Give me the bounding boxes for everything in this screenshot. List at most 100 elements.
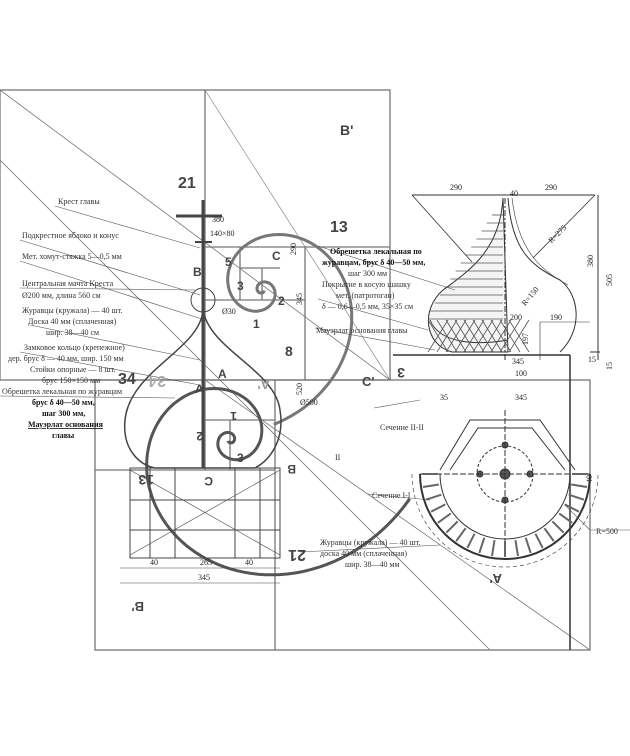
dim-290-left: 290 [450, 183, 462, 192]
rib [455, 527, 467, 542]
number-3c: 3 [397, 365, 405, 381]
number-2: 2 [278, 294, 285, 308]
label-mauerlat-right: Мауэрлат основания главы [316, 326, 408, 335]
rib [445, 520, 459, 534]
point-a: A [218, 367, 227, 381]
dim-left-345: 345 [295, 293, 304, 305]
right-annotations: Обрешетка лекальная по журавцам, брус δ … [316, 247, 618, 569]
dim-40-tip: 40 [510, 189, 518, 198]
rib [558, 512, 573, 524]
label-section-2: Сечение II-II [380, 423, 424, 432]
rib [425, 493, 442, 501]
dim-base-345: 345 [198, 573, 210, 582]
point-a-lower: A [195, 382, 204, 396]
diamond-hatch [436, 319, 458, 353]
number-13: 13 [330, 219, 348, 236]
label-radius-500: R=500 [596, 527, 618, 536]
diamond-hatch [508, 319, 530, 353]
rib [422, 483, 439, 488]
label-support-posts: Стойки опорные — 8 шт. [30, 365, 116, 374]
dome-profile-right [507, 197, 577, 353]
label-lock-ring-size: дер. брус δ — 40 мм, шир. 150 мм [8, 354, 124, 363]
rib [430, 503, 446, 513]
label-metal-clamp: Мет. хомут-стяжка 5—0,5 мм [22, 252, 122, 261]
number-1: 1 [253, 317, 260, 331]
point-c: C [272, 249, 281, 263]
dim-200: 200 [510, 313, 522, 322]
dim-505: 505 [605, 274, 614, 286]
label-apple-cone: Подкрестное яблоко и конус [22, 231, 119, 240]
rib [564, 503, 580, 513]
rib [466, 533, 476, 549]
label-mauerlat: Мауэрлат основания [28, 420, 104, 429]
number-21: 21 [178, 175, 196, 192]
dim-100: 100 [515, 369, 527, 378]
rib [491, 540, 496, 557]
diamond-hatch [427, 319, 449, 353]
diamond-hatch [463, 319, 485, 353]
rib-ring [422, 473, 588, 557]
left-annotations: Крест главы Подкрестное яблоко и конус М… [2, 197, 125, 440]
section-marker-2: II [335, 453, 341, 462]
point-c-lower: C [204, 474, 213, 488]
number-3b: 3 [237, 451, 244, 465]
diamond-hatch [454, 319, 476, 353]
point-c-prime: C' [362, 374, 374, 389]
label-roof-covering: Покрытие в косую шашку [322, 280, 411, 289]
diamond-hatch [481, 319, 503, 353]
label-mauerlat-head: главы [52, 431, 75, 440]
dim-base-40a: 40 [150, 558, 158, 567]
dim-15b: 15 [605, 362, 614, 370]
label-plan-ribs: Журавцы (кружала) — 40 шт. [320, 538, 421, 547]
rib [514, 540, 519, 557]
plan-section [411, 410, 599, 568]
label-battens: Обрешетка лекальная по журавцам [2, 387, 122, 396]
diamond-hatch [499, 319, 521, 353]
label-cross: Крест главы [58, 197, 100, 206]
diamond-hatch [445, 319, 467, 353]
diagonal-line-3 [0, 159, 491, 651]
dim-left-380: 380 [212, 215, 224, 224]
point-b-lower: B [287, 462, 296, 476]
dim-left-520: 520 [295, 383, 304, 395]
rib [478, 537, 486, 554]
label-battens-right: Обрешетка лекальная по [330, 247, 422, 256]
golden-rectangles [0, 89, 591, 651]
dim-left-d30: Ø30 [222, 307, 236, 316]
dim-345a: 345 [512, 357, 524, 366]
point-a-prime-upper: A' [258, 377, 270, 392]
label-lock-ring: Замковое кольцо (крепежное) [24, 343, 125, 352]
dim-left-d500: Ø500 [300, 398, 318, 407]
dimension-labels: 290 290 40 R=275 R=150 380 505 200 190 1… [150, 183, 614, 582]
dim-35: 35 [440, 393, 448, 402]
label-plan-ribs-board: доска 40 мм (сплаченная) [320, 549, 407, 558]
label-central-mast: Центральная мачта Креста [22, 279, 114, 288]
dim-380: 380 [586, 255, 595, 267]
rib [568, 493, 585, 501]
rib [551, 520, 565, 534]
label-roof-size: δ — 0,6—0,5 мм, 35×35 см [322, 302, 413, 311]
left-dome-elevation [120, 200, 282, 584]
diamond-hatch [490, 319, 512, 353]
golden-numbers: 21 13 8 5 3 2 1 34 3 2 1 3 13 21 34 B' C… [118, 122, 502, 614]
golden-spiral-lower [145, 386, 411, 577]
label-battens-step: шаг 300 мм, [42, 409, 85, 418]
point-b-prime-lower: B' [132, 599, 144, 614]
dim-190: 190 [550, 313, 562, 322]
dim-r150: R=150 [520, 285, 541, 308]
number-13b: 13 [138, 472, 154, 488]
label-plan-ribs-width: шир. 38—40 мм [345, 560, 400, 569]
rib [534, 533, 544, 549]
dim-197: 197 [521, 333, 530, 345]
number-5: 5 [225, 255, 232, 269]
dim-left-140x80: 140×80 [210, 229, 235, 238]
dim-r275: R=275 [547, 223, 569, 245]
ring-inner [439, 473, 571, 540]
dome-hatching [427, 214, 530, 353]
number-2b: 2 [196, 429, 203, 443]
number-8: 8 [285, 343, 293, 359]
number-21b: 21 [288, 546, 306, 563]
rib [543, 527, 555, 542]
label-battens-size: брус δ 40—50 мм, [32, 398, 95, 407]
